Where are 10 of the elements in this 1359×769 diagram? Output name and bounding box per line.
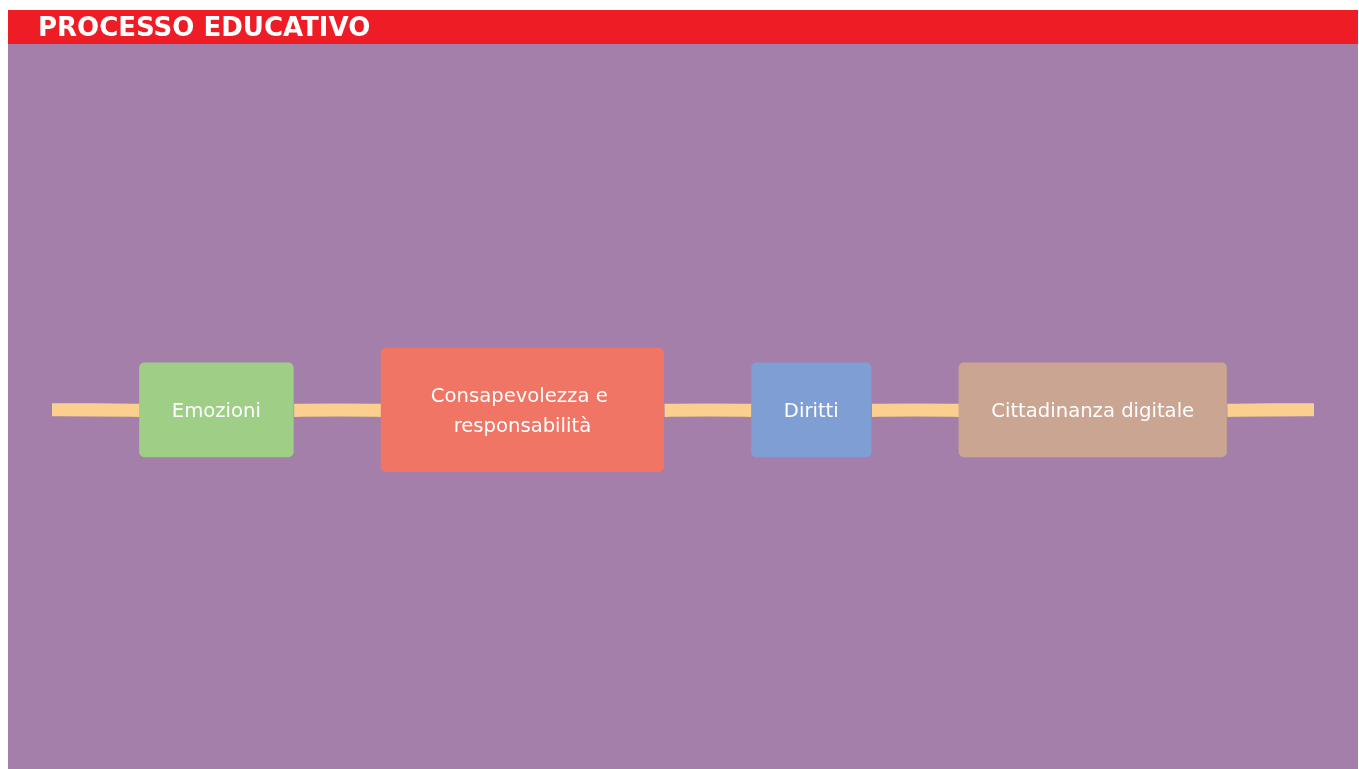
connector [1227, 403, 1314, 418]
node-box: Consapevolezza e responsabilità [380, 347, 665, 473]
connector [664, 403, 752, 418]
title: PROCESSO EDUCATIVO [38, 12, 371, 42]
node-box: Cittadinanza digitale [958, 362, 1227, 458]
connector [294, 403, 382, 418]
connector [871, 403, 960, 418]
connector [52, 403, 140, 418]
node-box: Emozioni [139, 362, 294, 458]
node-box: Diritti [751, 362, 872, 458]
